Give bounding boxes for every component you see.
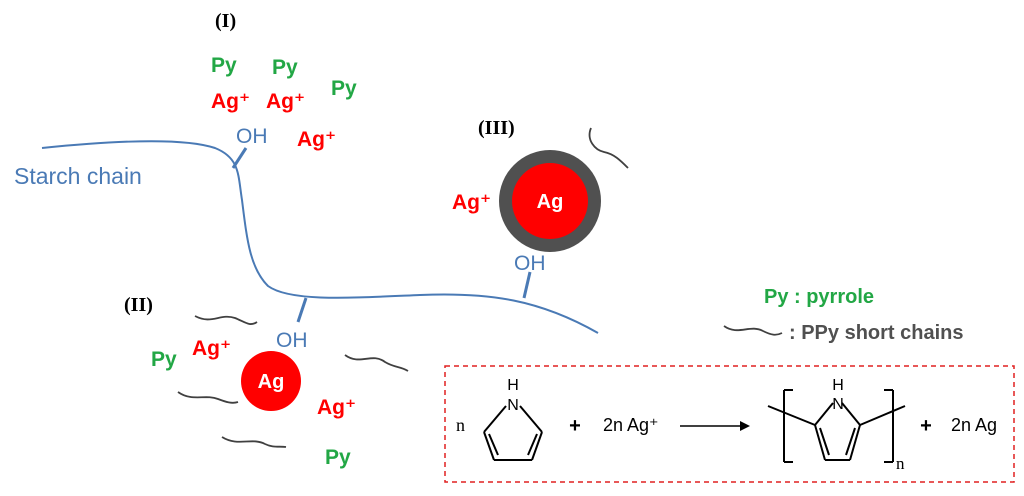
starch-chain-label: Starch chain	[14, 163, 142, 189]
reaction-arrowhead	[740, 421, 750, 431]
stage-3-label: (III)	[478, 117, 515, 139]
hydroxyl-label: OH	[514, 252, 546, 275]
pyrrole-nitrogen: N	[507, 397, 519, 414]
polypyrrole-nh-hydrogen: H	[832, 377, 844, 394]
silver-ion-label: Ag⁺	[452, 191, 491, 214]
pyrrole-label: Py	[331, 77, 357, 100]
stage-1-label: (I)	[215, 10, 236, 32]
silver-ion-label: Ag⁺	[297, 128, 336, 151]
silver-ion-label: Ag⁺	[317, 396, 356, 419]
oh-branch-3	[522, 271, 532, 299]
pyrrole-structure	[483, 405, 543, 461]
silver-core	[512, 163, 588, 239]
silver-ion-reagent: 2n Ag⁺	[603, 415, 659, 435]
silver-product: 2n Ag	[951, 415, 997, 435]
silver-core-label: Ag	[537, 191, 564, 213]
stage-2-label: (II)	[124, 294, 153, 316]
polymer-subscript-n: n	[896, 454, 905, 473]
polypyrrole-structure	[767, 389, 906, 463]
ppy-short-chain	[344, 354, 409, 372]
silver-particle-label: Ag	[258, 371, 285, 393]
hydroxyl-label: OH	[236, 125, 268, 148]
pyrrole-nh-hydrogen: H	[507, 377, 519, 394]
silver-nanoparticle	[241, 351, 301, 411]
polypyrrole-nitrogen: N	[832, 396, 844, 413]
pyrrole-label: Py	[272, 56, 298, 79]
ppy-short-chain	[588, 127, 629, 169]
oh-branch-2	[296, 297, 308, 323]
silver-ion-label: Ag⁺	[266, 90, 305, 113]
plus-sign: +	[569, 415, 581, 437]
plus-sign: +	[920, 415, 932, 437]
pyrrole-label: Py	[325, 446, 351, 469]
legend-py-key: Py	[764, 286, 789, 308]
silver-ion-label: Ag⁺	[211, 90, 250, 113]
pyrrole-label: Py	[211, 54, 237, 77]
hydroxyl-label: OH	[276, 329, 308, 352]
legend-chain-sample	[723, 325, 783, 336]
ppy-short-chain	[221, 436, 287, 448]
ppy-short-chain	[194, 315, 258, 325]
ppy-short-chain	[177, 391, 239, 404]
legend-py-text: : pyrrole	[794, 286, 874, 308]
pyrrole-label: Py	[151, 348, 177, 371]
reaction-n-coefficient: n	[456, 415, 465, 435]
silver-ion-label: Ag⁺	[192, 337, 231, 360]
legend-chains-text: : PPy short chains	[789, 322, 964, 344]
starch-chain-line	[41, 140, 599, 334]
oh-branch-1	[231, 147, 248, 169]
